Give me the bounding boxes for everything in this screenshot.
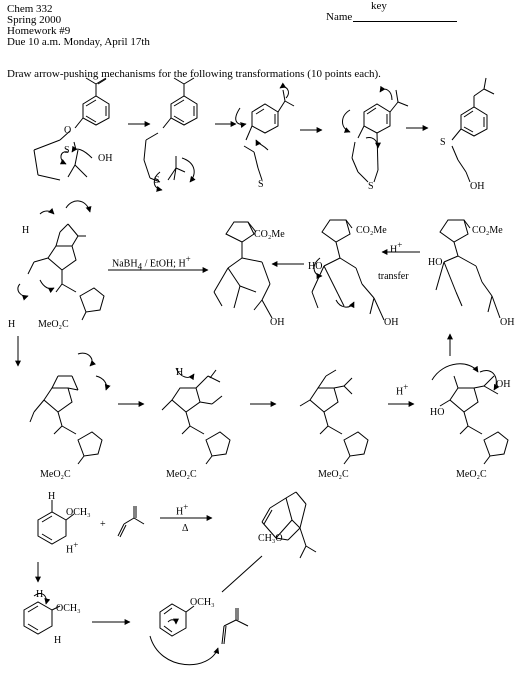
row3-ho-label: HO (430, 407, 445, 418)
row1-final-oh: OH (470, 181, 485, 192)
row4-h-1: H (48, 491, 56, 502)
row3-oh-label: OH (496, 379, 511, 390)
row4-delta: Δ (182, 523, 189, 534)
row2-start-molecule (17, 200, 105, 321)
instructions: Draw arrow-pushing mechanisms for the fo… (7, 68, 381, 80)
row2-hydride-h-bottom: H (8, 319, 16, 330)
assignment-label: Homework #9 (7, 25, 71, 37)
row1-s-5: S (440, 137, 446, 148)
row3-meo2c-4: MeO₂C (456, 469, 487, 480)
row4-enone-2 (221, 608, 249, 645)
row4-och3-2: OCH₃ (56, 603, 81, 614)
row2-product (213, 221, 273, 319)
row2-ho-middle: HO (308, 261, 323, 272)
row3-molecule-4 (431, 363, 509, 465)
row2-oh-middle: OH (384, 317, 399, 328)
row3-hplus: H+ (396, 382, 409, 398)
row2-co2me-right: CO₂Me (472, 225, 503, 236)
row4-hplus-1: H+ (66, 540, 79, 556)
row4-h-2: H (36, 589, 44, 600)
row2-oh-product: OH (270, 317, 285, 328)
row2-ho-right: HO (428, 257, 443, 268)
row1-molecule-5 (451, 77, 495, 183)
row1-s-1: S (64, 145, 70, 156)
row1-molecule-1 (33, 77, 110, 181)
row1-s-4: S (368, 181, 374, 192)
row4-diene (37, 500, 75, 545)
row1-molecule-3 (235, 82, 295, 181)
row4-curved-arrow (149, 635, 220, 666)
course-label: Chem 332 (7, 3, 53, 15)
row1-molecule-4 (342, 85, 409, 183)
row3-meo2c-1: MeO₂C (40, 469, 71, 480)
row4-cation-intermediate (23, 593, 61, 635)
row3-meo2c-3: MeO₂C (318, 469, 349, 480)
row2-transfer-label: transfer (378, 271, 409, 282)
row1-oh: OH (98, 153, 113, 164)
row3-molecule-1 (29, 352, 111, 465)
row1-s-2: S (154, 175, 160, 186)
name-value: key (371, 0, 387, 12)
row1-o: O (64, 125, 72, 136)
row4-och3-1: OCH₃ (66, 507, 91, 518)
row3-meo2c-2: MeO₂C (166, 469, 197, 480)
row1-molecule-2 (143, 77, 198, 192)
row2-reagent-label: NaBH4 / EtOH; H+ (112, 254, 191, 272)
row2-hydride-h-top: H (22, 225, 30, 236)
row2-hplus: H+ (390, 240, 403, 256)
row4-reagent-hplus: H+ (176, 502, 189, 518)
name-line (353, 21, 457, 22)
row3-molecule-3 (299, 369, 369, 465)
row4-och3-3: OCH₃ (190, 597, 215, 608)
row3-molecule-2 (161, 367, 231, 465)
row2-co2me-product: CO₂Me (254, 229, 285, 240)
row4-connector-line (221, 555, 263, 593)
row2-oh-right: OH (500, 317, 515, 328)
term-label: Spring 2000 (7, 14, 62, 26)
row1-s-3: S (258, 179, 264, 190)
row3-h-label: H (176, 367, 184, 378)
row4-plus: + (100, 519, 106, 530)
row4-h-3: H (54, 635, 62, 646)
row4-bicyclic-product (261, 491, 317, 559)
row4-enol-ether (159, 603, 195, 637)
row2-meo2c-left: MeO₂C (38, 319, 69, 330)
row4-enone (117, 506, 145, 538)
row4-ch3o-product: CH₃O (258, 533, 283, 544)
due-date-label: Due 10 a.m. Monday, April 17th (7, 36, 150, 48)
row2-co2me-middle: CO₂Me (356, 225, 387, 236)
name-label: Name (326, 11, 353, 23)
row2-middle-intermediate (311, 219, 385, 321)
row2-right-intermediate (435, 219, 501, 319)
